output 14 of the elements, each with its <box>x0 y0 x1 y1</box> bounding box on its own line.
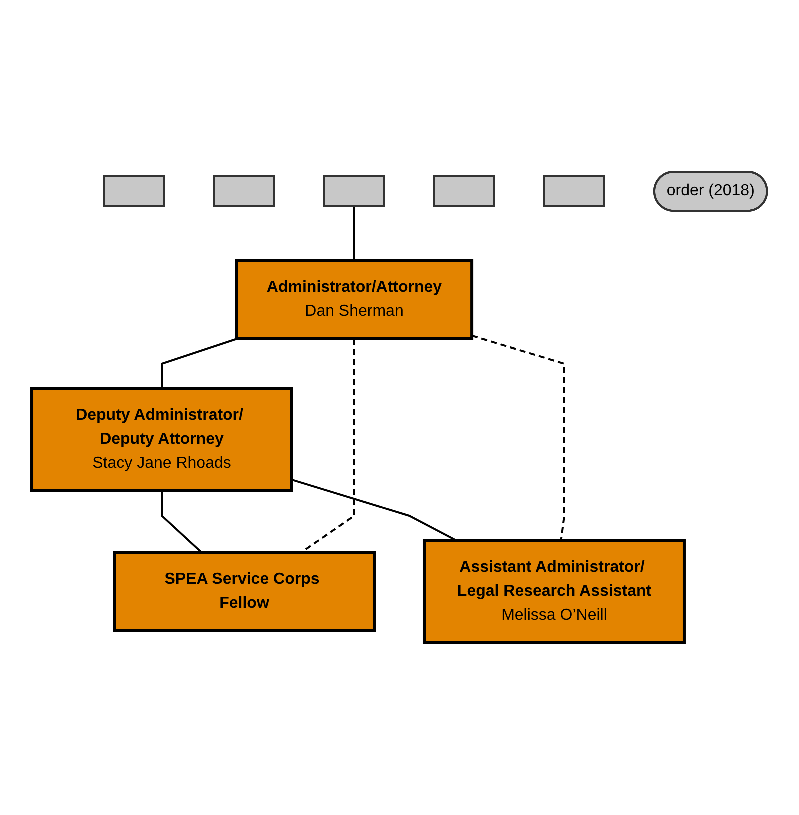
connector <box>472 334 566 542</box>
connector <box>160 338 238 389</box>
node-box <box>323 176 386 208</box>
node-box <box>103 176 166 208</box>
connector <box>160 491 203 554</box>
node-box: SPEA Service Corps Fellow <box>112 552 376 632</box>
node-box <box>433 176 496 208</box>
node-box: Assistant Administrator/ Legal Research Assistant Melissa O’Neill <box>422 540 686 644</box>
connector <box>292 478 458 542</box>
node-box: Deputy Administrator/ Deputy Attorney Stacy Jane Rhoads <box>30 388 294 492</box>
node-box: Administrator/Attorney Dan Sherman <box>235 260 474 340</box>
node-box <box>213 176 276 208</box>
connector <box>353 206 356 261</box>
node-box <box>543 176 606 208</box>
